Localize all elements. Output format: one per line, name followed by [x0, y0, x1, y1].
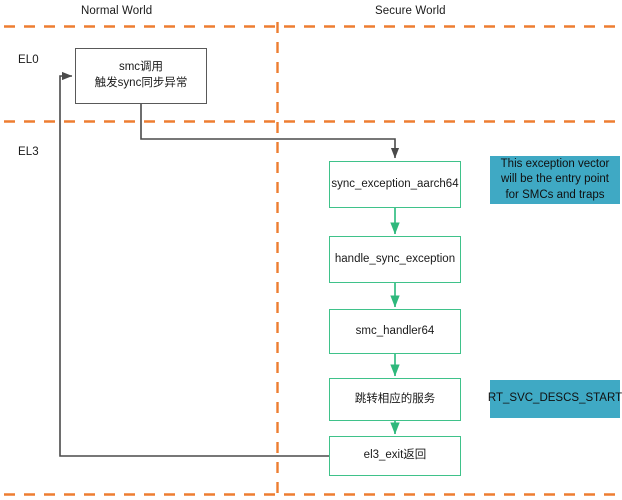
node-handle-sync-exception-label: handle_sync_exception: [334, 252, 456, 265]
node-smc-call-text: smc调用 触发sync同步异常: [95, 60, 188, 91]
node-sync-exception-aarch64[interactable]: sync_exception_aarch64: [329, 161, 461, 208]
node-el3-exit-label: el3_exit返回: [363, 449, 427, 462]
note-exception-vector-text: This exception vector will be the entry …: [501, 157, 610, 204]
node-el3-exit[interactable]: el3_exit返回: [329, 436, 461, 476]
secure-world-label: Secure World: [375, 5, 446, 17]
node-sync-exception-aarch64-label: sync_exception_aarch64: [331, 177, 459, 190]
note-exception-vector-line2: will be the entry point: [500, 173, 610, 186]
node-smc-call[interactable]: smc调用 触发sync同步异常: [75, 48, 207, 104]
node-smc-handler64[interactable]: smc_handler64: [329, 309, 461, 354]
node-smc-call-line1: smc调用: [118, 61, 164, 74]
note-rt-svc-descs-start: RT_SVC_DESCS_START: [487, 380, 622, 418]
note-exception-vector-line3: for SMCs and traps: [505, 188, 605, 201]
node-jump-to-service-label: 跳转相应的服务: [354, 392, 436, 405]
node-handle-sync-exception[interactable]: handle_sync_exception: [329, 236, 461, 283]
note-exception-vector-line1: This exception vector: [500, 157, 610, 170]
exception-level-el3-label: EL3: [18, 146, 39, 158]
connector-smc-to-sync-exception: [140, 104, 400, 159]
node-smc-handler64-label: smc_handler64: [355, 324, 435, 337]
note-exception-vector: This exception vector will be the entry …: [490, 156, 620, 204]
exception-level-el0-label: EL0: [18, 54, 39, 66]
connector-el3-exit-return-to-smc: [59, 71, 329, 457]
node-jump-to-service[interactable]: 跳转相应的服务: [329, 378, 461, 421]
node-smc-call-line2: 触发sync同步异常: [94, 77, 188, 89]
normal-world-label: Normal World: [81, 5, 153, 17]
note-rt-svc-descs-start-label: RT_SVC_DESCS_START: [487, 392, 622, 405]
